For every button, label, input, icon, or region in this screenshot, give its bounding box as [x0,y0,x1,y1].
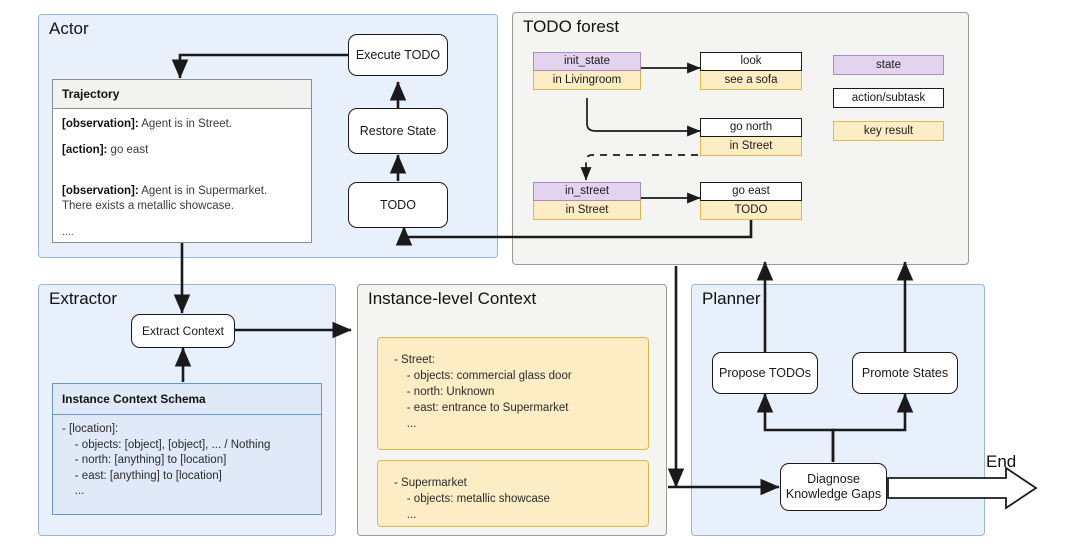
todo-node-key-result: in Livingroom [533,71,641,90]
todo-node-look[interactable]: look see a sofa [700,52,802,90]
legend-chip-action-subtask: action/subtask [833,88,944,108]
todo-node-go-east[interactable]: go east TODO [700,182,802,220]
todo-node-title: in_street [533,182,641,201]
execute-todo-node[interactable]: Execute TODO [348,34,448,76]
todo-node-title: look [700,52,802,71]
propose-todos-node[interactable]: Propose TODOs [712,352,818,394]
todo-node-key-result: TODO [700,201,802,220]
todo-node-key-result: in Street [533,201,641,220]
context-card-street: - Street: - objects: commercial glass do… [377,337,649,450]
trajectory-line-text: .... [62,226,74,238]
todo-node-title: init_state [533,52,641,71]
todo-node-in-street[interactable]: in_street in Street [533,182,641,220]
panel-todo-forest-title: TODO forest [523,17,620,36]
legend-chip-state: state [833,55,944,75]
trajectory-line: [observation]: Agent is in Street. [62,117,302,132]
panel-planner-title: Planner [702,289,761,308]
trajectory-card-body: [observation]: Agent is in Street. [acti… [53,109,311,248]
todo-node-title: go north [700,118,802,137]
trajectory-card: Trajectory [observation]: Agent is in St… [52,79,312,243]
todo-node-go-north[interactable]: go north in Street [700,118,802,156]
trajectory-card-header: Trajectory [53,80,311,109]
instance-context-schema-header: Instance Context Schema [53,384,321,415]
todo-node-init-state[interactable]: init_state in Livingroom [533,52,641,90]
trajectory-line-text: Agent is in Street. [138,118,233,130]
extract-context-node[interactable]: Extract Context [131,314,235,348]
legend-chip-key-result: key result [833,121,944,141]
trajectory-line-label: [observation]: [62,118,139,130]
instance-context-schema-body: - [location]: - objects: [object], [obje… [62,423,271,497]
todo-node[interactable]: TODO [348,182,448,228]
diagnose-knowledge-gaps-node[interactable]: Diagnose Knowledge Gaps [780,463,887,511]
todo-node-title: go east [700,182,802,201]
trajectory-line: [action]: go east [62,143,302,158]
panel-extractor-title: Extractor [49,289,118,308]
end-label: End [986,452,1017,471]
trajectory-line-text: Agent is in Supermarket. There exists a … [62,185,268,212]
trajectory-line-label: [action]: [62,144,108,156]
promote-states-node[interactable]: Promote States [852,352,958,394]
instance-context-schema-card: Instance Context Schema - [location]: - … [52,383,322,515]
trajectory-line-label: [observation]: [62,185,139,197]
panel-instance-context-title: Instance-level Context [368,289,537,308]
trajectory-line: .... [62,225,302,240]
trajectory-line: [observation]: Agent is in Supermarket. … [62,169,302,214]
panel-actor-title: Actor [49,19,89,38]
context-card-supermarket: - Supermarket - objects: metallic showca… [377,460,649,527]
todo-node-key-result: in Street [700,137,802,156]
trajectory-line-text: go east [107,144,149,156]
restore-state-node[interactable]: Restore State [348,108,448,154]
todo-node-key-result: see a sofa [700,71,802,90]
